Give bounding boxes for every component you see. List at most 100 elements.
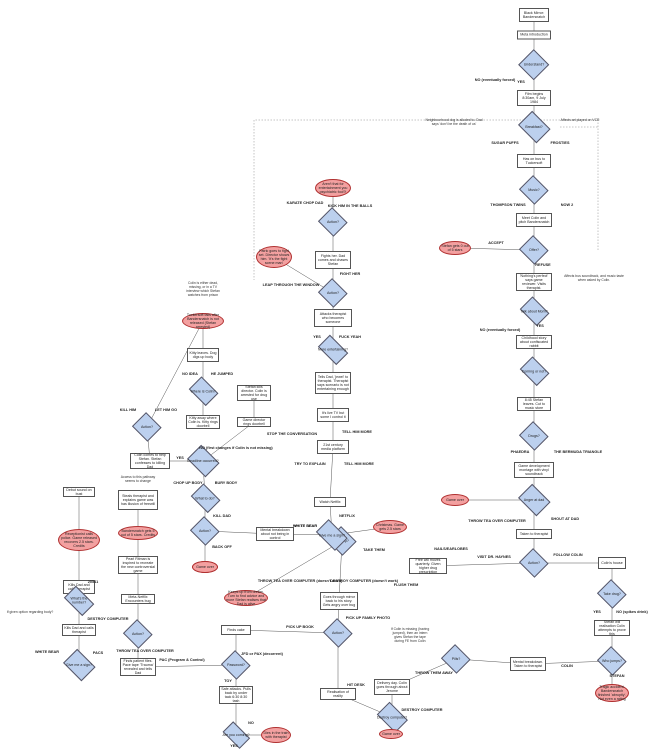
edge-label: KILL HIM [119, 408, 137, 412]
node-st-peters: Stefan gets 0 out of 5 stars [439, 241, 471, 255]
node-text: Kills Dad and calls therapist [64, 625, 94, 634]
annotation-note: Neighbourhood dog is alluded to. Dad say… [425, 117, 483, 126]
node-text: Give me a sign? [319, 532, 345, 537]
edge-label: THROW TEA OVER COMPUTER (doesn't work) [257, 579, 343, 583]
edge-action7-tuckersoftFails [146, 320, 204, 428]
edge-label: TRY TO EXPLAIN [294, 462, 326, 466]
node-text: 8:45 Stefan leaves. Cut to music store [523, 397, 545, 411]
node-flush-note: Free will moves quarterly. Given higher … [409, 558, 447, 574]
node-receptionist: Receptionist calls police. Game released… [58, 529, 100, 551]
edge-label: KILL DAD [213, 514, 231, 518]
node-text: Action? [199, 528, 211, 533]
node-text: What to do? [195, 495, 215, 500]
node-game-dev: Game development montage with vinyl soun… [514, 462, 554, 478]
node-text: Mental breakdown. Taken to therapist [512, 659, 544, 668]
edge-label: THE BERMUDA TRIANGLE [553, 450, 603, 454]
node-whats-number: What's the number? [62, 591, 96, 612]
edge-label: JFD or PAX (decorrent) [241, 652, 283, 656]
node-text: Watch Netflix [319, 499, 341, 504]
node-regeneration: Patric goes to fight set. Director shows… [256, 246, 292, 268]
node-game-director: Game director rings doorbell [237, 417, 271, 427]
node-text: Drugs? [528, 433, 540, 438]
node-more-ent: More entertaining? [316, 340, 350, 361]
node-give-sign2: Give me a sign? [314, 523, 350, 546]
edge-label: BACK OFF [212, 545, 232, 549]
node-text: Music? [528, 187, 540, 192]
node-text: Where is Colin? [190, 388, 216, 393]
node-text: Realisation of reality [327, 689, 349, 698]
node-safe: Safe attacks. Pulls back by under tack 6… [219, 686, 253, 704]
edge-label: THOMPSON TWINS [490, 203, 526, 207]
edge-label: FLUSH THEM [393, 583, 419, 587]
edge-label: DESTROY COMPUTER [401, 708, 443, 712]
edge-label: SUGAR PUFFS [491, 141, 519, 145]
node-text: Meta introduction [520, 32, 548, 37]
node-film: Film begins 8:30am, 9 July 1984 [517, 90, 551, 106]
node-delivery-day: Delivery day. Colin goes through about J… [374, 679, 410, 695]
edge-label: NO (eventually forced) [474, 78, 516, 82]
node-text: Debut sound on bust [66, 487, 92, 496]
node-arent-that: Aren't that for entertainment you psychi… [315, 179, 351, 197]
node-text: Film begins 8:30am, 9 July 1984 [522, 91, 546, 105]
node-stefan-kills: Stefan kills director. Colin is arrested… [237, 385, 271, 401]
node-action1: Action? [520, 550, 549, 576]
edge-label: HIT DESK [347, 683, 365, 687]
node-text: Action? [332, 630, 344, 635]
node-text: Game over [446, 497, 464, 502]
node-text: Action? [132, 631, 144, 636]
node-text: Action? [141, 424, 153, 429]
node-bandersnatch-score: Bandersnatch gets 5 out of 5 stars. Cred… [118, 526, 158, 540]
node-tells-dad: Tells Dad, 'jewel' to therapist. Therapi… [315, 372, 351, 394]
node-attacks-ther: Attacks therapist who becomes someone [314, 309, 352, 327]
edge-label: STOP THE CONVERSATION [266, 432, 318, 436]
node-text: Meet Colin and pitch Bandersnatch [518, 215, 550, 224]
annotation-note: Affects bus soundtrack, and music taste … [564, 273, 624, 282]
node-text: Understand? [523, 62, 545, 67]
node-text: Dies in the train with therapist [263, 730, 289, 739]
edge-label: PAC (Program & Control) [159, 658, 205, 662]
edge-label: DESTROY COMPUTER [87, 617, 129, 621]
edge-label: NO (spikes drink) [616, 610, 648, 614]
edge-label: PACS [92, 651, 104, 655]
node-text: Goes through mirror back to his story. G… [322, 594, 356, 608]
node-text: 21st century media platform [321, 442, 345, 451]
node-music1: Music? [520, 177, 549, 203]
edge-label: TOY [224, 679, 232, 683]
edge-label: YES [313, 335, 321, 339]
node-christmas: Christmas. Game gets 2.5 stars [373, 520, 407, 534]
node-start: Black Mirror: Bandersnatch [519, 8, 549, 22]
node-text: Tells Dad, 'jewel' to therapist. Therapi… [317, 374, 349, 392]
node-realisation: Realisation of reality [320, 688, 356, 700]
node-coming-out: Coming or not? [518, 359, 549, 382]
node-netflix-box: Watch Netflix [314, 497, 346, 507]
node-action3: Action? [124, 621, 153, 647]
node-text: Anger at dad [523, 497, 545, 502]
node-fights-dad: Fights her. Dad comes and chases Stefan [315, 251, 351, 269]
node-taken-therapist: Taken to therapist [516, 529, 552, 539]
node-text: If Colin is missing (having jumped), the… [390, 627, 430, 644]
node-text: Are you coming? [222, 732, 250, 737]
node-kitty-leaves: Kitty leaves. Dog digs up body [187, 348, 219, 362]
node-text: Black Mirror: Bandersnatch [522, 10, 546, 19]
node-action4: Action? [191, 518, 220, 544]
node-text: Childhood story about confiscated rabbit [519, 335, 549, 349]
node-text: Receptionist calls police. Game released… [61, 531, 97, 549]
node-text: Kitty away where Colin is. Kitty rings d… [188, 415, 218, 429]
edge-label: FIGHT HER [339, 272, 361, 276]
node-game-over2: Game over [379, 729, 403, 739]
node-tragic: Tragic accident. Bandersnatch finished '… [595, 684, 629, 702]
node-text: Steals therapist and explains game was h… [121, 493, 155, 507]
node-destroy-comp: Destroy computer? [375, 705, 409, 728]
edge-label: TAKE THEM [363, 548, 385, 552]
node-text: Tuckersoft fails after Bandersnatch is n… [186, 312, 220, 330]
node-nothing: 'Nothing's perfect' says game reviewer. … [516, 273, 552, 291]
edge-label: VISIT DR. HAYNES [477, 555, 511, 559]
node-intern: Keeps up from dream. Turn to find advice… [224, 590, 268, 606]
edge-label: NO [248, 721, 254, 725]
node-intro: Meta introduction [517, 30, 551, 40]
node-mental-breakdown: Mental breakdown about not being in cont… [256, 527, 294, 541]
node-drugs: Drugs? [520, 423, 549, 449]
node-text: Access to this pathway seems to change [120, 475, 156, 484]
node-text: Give me a sign? [66, 662, 92, 667]
node-are-you-coming: Are you coming? [220, 726, 251, 744]
